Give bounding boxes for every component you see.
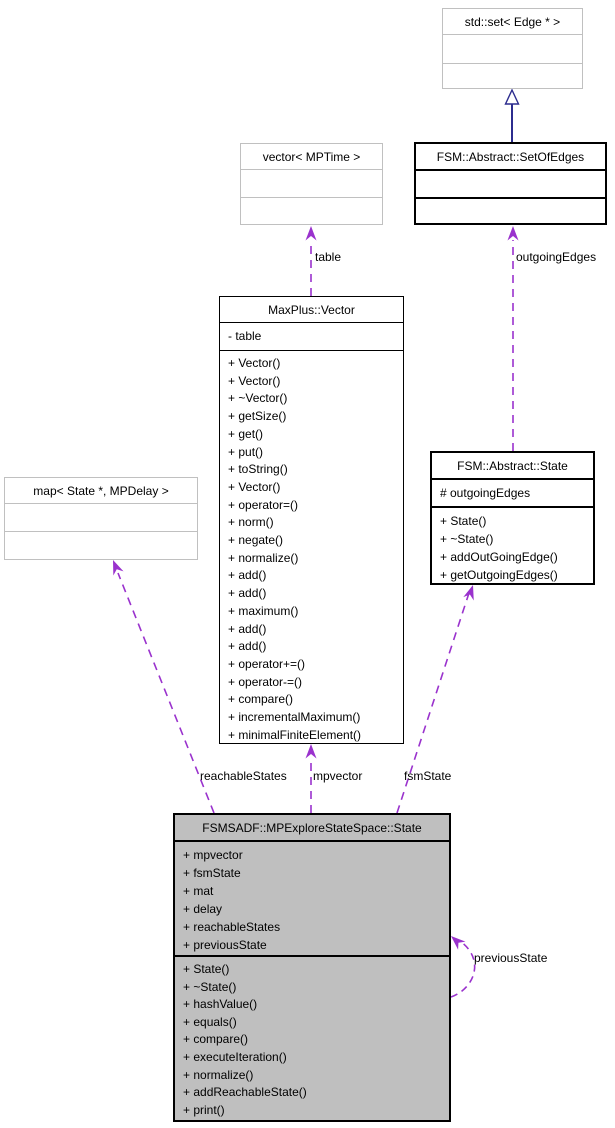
member-line: + ~Vector() [228,391,288,406]
usage-edge-outgoing-edges [507,226,519,451]
member-line: + previousState [183,938,267,952]
class-box-std-set: std::set< Edge * > [442,8,583,89]
edge-label-fsm-state: fsmState [404,769,452,783]
usage-edge-previous-state [450,936,476,998]
usage-edge-fsm-state [396,585,474,814]
edge-label-outgoing-edges: outgoingEdges [516,250,597,264]
member-line: + minimalFiniteElement() [228,727,362,742]
empty-methods-compartment [241,198,382,224]
member-line: - table [228,329,262,343]
member-line: + getOutgoingEdges() [440,568,558,582]
member-line: + hashValue() [183,997,258,1012]
usage-edge-table [305,226,317,296]
member-line: + add() [228,568,267,583]
member-line: + addOutGoingEdge() [440,550,558,564]
member-line: + add() [228,586,267,601]
member-line: + operator+=() [228,656,306,671]
class-box-set-of-edges[interactable]: FSM::Abstract::SetOfEdges [414,142,607,225]
methods-compartment: + Vector() + Vector() + ~Vector() + getSize… [220,351,403,746]
class-title: MaxPlus::Vector [220,297,403,323]
member-line: + addReachableState() [183,1085,307,1100]
member-line: + norm() [228,515,274,530]
member-line: + ~State() [183,979,237,994]
attributes-compartment: + mpvector + fsmState + mat + delay + reacha… [175,842,449,957]
edge-label-reachable-states: reachableStates [200,769,287,783]
member-line: + normalize() [183,1067,254,1082]
member-line: + incrementalMaximum() [228,710,361,725]
member-line: + add() [228,621,267,636]
attributes-compartment: # outgoingEdges [432,480,593,508]
member-line: + State() [440,514,487,528]
member-line: + compare() [228,692,294,707]
attributes-compartment: - table [220,323,403,351]
empty-attributes-compartment [443,35,582,64]
class-title: FSM::Abstract::SetOfEdges [416,144,605,171]
member-line: + maximum() [228,603,299,618]
member-line: + reachableStates [183,920,281,934]
edge-label-mpvector: mpvector [313,769,363,783]
edge-label-table: table [315,250,342,264]
member-line: + normalize() [228,550,299,565]
member-line: + getSize() [228,409,287,424]
inheritance-edge [504,88,520,142]
member-line: + add() [228,639,267,654]
member-line: + Vector() [228,356,281,370]
class-box-fsm-abstract-state[interactable]: FSM::Abstract::State # outgoingEdges + S… [430,451,595,585]
empty-attributes-compartment [5,504,197,532]
class-box-map-state-mpdelay: map< State *, MPDelay > [4,477,198,560]
class-title: map< State *, MPDelay > [5,478,197,504]
usage-edge-mpvector [305,744,317,813]
class-box-maxplus-vector[interactable]: MaxPlus::Vector - table + Vector()+ Vect… [219,296,404,744]
member-line: + toString() [228,462,288,477]
member-line: + Vector() [228,373,281,388]
member-line: + operator-=() [228,674,303,689]
empty-methods-compartment [5,532,197,559]
methods-compartment: + State() + ~State() + hashValue() + equals… [175,957,449,1121]
empty-methods-compartment [416,199,605,223]
member-line: + equals() [183,1014,237,1029]
empty-attributes-compartment [241,170,382,198]
member-line: + delay [183,902,223,916]
member-line: + mpvector [183,848,243,862]
class-title: std::set< Edge * > [443,9,582,35]
member-line: + executeIteration() [183,1049,287,1064]
class-title: FSM::Abstract::State [432,453,593,480]
class-title: FSMSADF::MPExploreStateSpace::State [175,815,449,842]
class-box-vector-mptime: vector< MPTime > [240,143,383,225]
member-line: + mat [183,884,214,898]
member-line: + get() [228,426,264,441]
empty-methods-compartment [443,64,582,88]
member-line: + put() [228,444,264,459]
member-line: # outgoingEdges [440,486,531,500]
member-line: + negate() [228,533,284,548]
class-box-main-state: FSMSADF::MPExploreStateSpace::State + mp… [173,813,451,1122]
member-line: + print() [183,1102,225,1117]
member-line: + compare() [183,1032,249,1047]
member-line: + operator=() [228,497,299,512]
member-line: + State() [183,962,230,976]
class-title: vector< MPTime > [241,144,382,170]
member-line: + Vector() [228,479,281,494]
empty-attributes-compartment [416,171,605,199]
edge-label-previous-state: previousState [474,951,548,965]
member-line: + fsmState [183,866,241,880]
methods-compartment: + State() + ~State() + addOutGoingEdge() + … [432,508,593,586]
member-line: + ~State() [440,532,494,546]
usage-edge-reachable-states [113,560,215,814]
